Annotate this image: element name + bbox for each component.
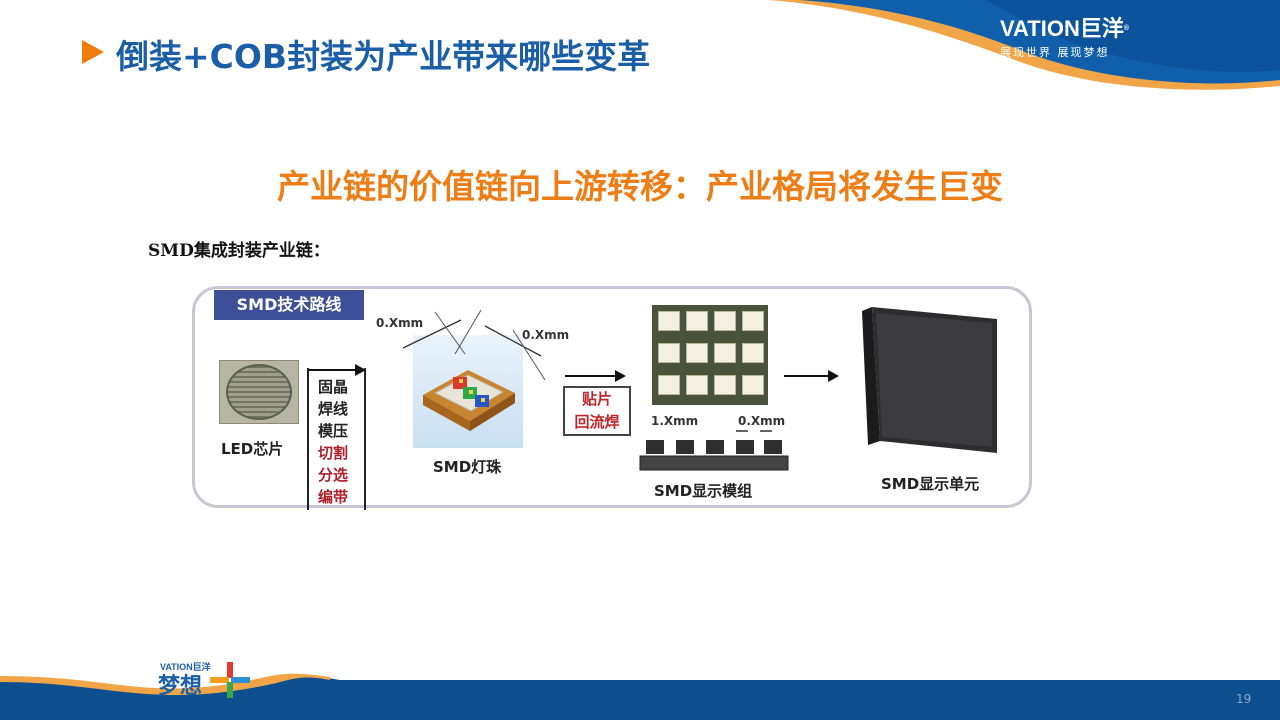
process-step: 模压	[318, 422, 349, 440]
led-cell	[658, 343, 680, 363]
display-unit-image	[862, 307, 997, 453]
led-cell	[686, 343, 708, 363]
led-cell	[686, 311, 708, 331]
led-cell	[714, 311, 736, 331]
process-step: 切割	[318, 444, 349, 462]
play-arrow-icon	[82, 40, 104, 64]
footer-band	[0, 673, 1280, 720]
brand-slogan: 展现世界 展现梦想	[1000, 46, 1110, 59]
reflow-box	[563, 386, 631, 436]
slide-subtitle: 产业链的价值链向上游转移：产业格局将发生巨变	[277, 167, 1003, 206]
arrow-right-icon	[615, 370, 626, 382]
arrow-right-icon	[355, 364, 366, 376]
led-cell	[742, 375, 764, 395]
section-label: SMD集成封装产业链：	[148, 241, 330, 261]
plus-logo-icon	[210, 662, 250, 698]
wafer-disc	[226, 364, 292, 420]
slide-title: 倒装+COB封装为产业带来哪些变革	[116, 37, 651, 76]
arrow-right-icon	[828, 370, 839, 382]
led-cell	[686, 375, 708, 395]
process-step: 分选	[318, 466, 349, 484]
led-cell	[714, 343, 736, 363]
registered-mark: ®	[1123, 25, 1130, 32]
led-cell	[658, 375, 680, 395]
reflow-arrow-line	[565, 375, 617, 377]
process-box	[307, 368, 366, 510]
dimension-lines	[402, 310, 546, 381]
reflow-label-1: 贴片	[581, 390, 612, 408]
led-cell	[714, 375, 736, 395]
process-step: 固晶	[318, 378, 349, 396]
module-dimension-a: 1.Xmm	[651, 414, 699, 428]
led-cell	[658, 311, 680, 331]
footer-logo-text: 梦想	[158, 674, 203, 699]
brand-name: VATION巨洋®	[1000, 16, 1130, 41]
process-arrow-line	[309, 369, 357, 371]
smd-unit-label: SMD显示单元	[881, 475, 980, 493]
brand-logo: VATION巨洋® 展现世界 展现梦想	[1000, 16, 1170, 60]
module-dimension-b: 0.Xmm	[738, 414, 786, 428]
dimension-label-a: 0.Xmm	[376, 316, 424, 330]
module-cross-section	[639, 430, 789, 471]
led-cell	[742, 343, 764, 363]
route-tag: SMD技术路线	[214, 290, 364, 320]
page-number: 19	[1236, 692, 1252, 706]
smd-bead-label: SMD灯珠	[433, 458, 502, 476]
footer-logo-brand: VATION巨洋	[160, 662, 211, 672]
wafer-image	[219, 360, 299, 424]
unit-arrow-line	[784, 375, 830, 377]
reflow-label-2: 回流焊	[574, 413, 620, 431]
header-swoosh	[770, 0, 1280, 97]
smd-module-label: SMD显示模组	[654, 482, 753, 500]
dimension-label-b: 0.Xmm	[522, 328, 570, 342]
smd-bead-image	[413, 335, 523, 448]
process-step: 编带	[318, 488, 349, 506]
smd-bead-drawing	[423, 370, 515, 431]
led-chip-label: LED芯片	[221, 440, 284, 458]
process-step: 焊线	[318, 400, 349, 418]
module-photo	[652, 305, 768, 405]
led-cell	[742, 311, 764, 331]
